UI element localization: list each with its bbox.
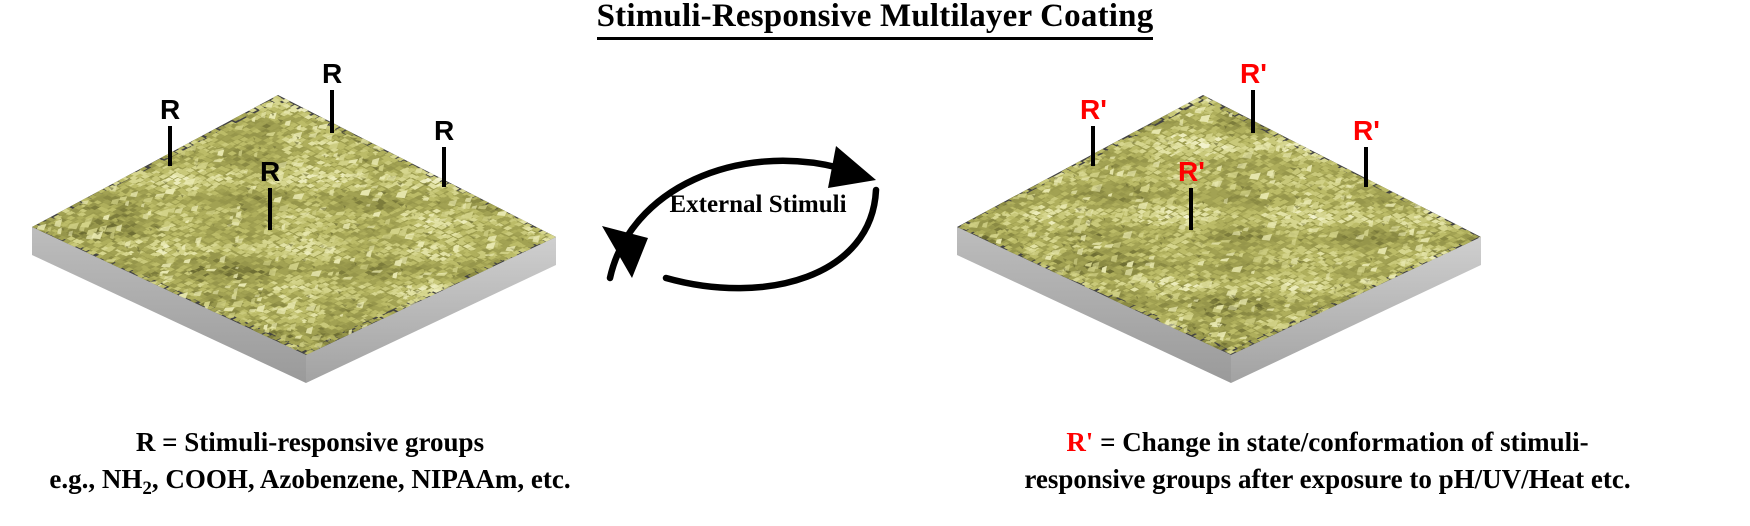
left-caption-formula-pre: e.g., NH [49,464,143,494]
marker-label: R' [1080,94,1107,125]
marker-r-2: R [322,60,342,133]
left-caption-formula-post: , COOH, Azobenzene, NIPAAm, etc. [151,464,571,494]
marker-r-1: R [160,96,180,166]
marker-rprime-3: R' [1353,117,1380,187]
left-caption-line-1: R = Stimuli-responsive groups [135,427,485,457]
marker-label: R [260,156,281,187]
right-caption-line-1-rest: = Change in state/conformation of stimul… [1093,427,1589,457]
reverse-arrow-path [662,186,880,292]
marker-label: R' [1240,58,1267,89]
marker-stem [442,147,447,187]
marker-label: R [322,58,343,89]
reverse-arrow-head [602,226,648,278]
right-coating-panel: R' R' R' R' [935,55,1535,385]
marker-label: R [434,115,455,146]
page-title-text: Stimuli-Responsive Multilayer Coating [596,0,1154,40]
marker-rprime-2: R' [1240,60,1267,133]
substrate-right-face [306,237,556,383]
substrate-left-face [957,227,1231,383]
marker-stem [1251,90,1256,133]
left-caption-line-2: e.g., NH2, COOH, Azobenzene, NIPAAm, etc… [0,461,620,501]
coating-texture [958,95,1481,355]
right-caption: R' = Change in state/conformation of sti… [905,424,1750,498]
marker-label: R' [1353,115,1380,146]
left-caption: R = Stimuli-responsive groups e.g., NH2,… [0,424,620,501]
left-surface-plot [32,95,556,383]
page-title: Stimuli-Responsive Multilayer Coating [0,0,1750,40]
right-caption-symbol: R' [1066,427,1094,457]
left-coating-panel: R R R R [10,55,610,385]
marker-rprime-4: R' [1178,158,1205,230]
left-caption-formula-sub: 2 [142,478,152,499]
marker-stem [1091,126,1096,166]
arrow-svg [602,146,880,292]
forward-arrow-path [606,157,844,282]
marker-stem [268,188,273,230]
marker-stem [1189,188,1194,230]
marker-stem [1364,147,1369,187]
marker-label: R [160,94,181,125]
marker-r-3: R [434,117,454,187]
stimuli-cycle-arrows [588,130,928,310]
marker-r-4: R [260,158,280,230]
right-surface-plot [957,95,1481,383]
forward-arrow-head [828,146,876,188]
right-caption-line-1: R' = Change in state/conformation of sti… [905,424,1750,461]
marker-stem [168,126,173,166]
substrate-right-face [1231,237,1481,383]
right-caption-line-2: responsive groups after exposure to pH/U… [1024,464,1631,494]
substrate-left-face [32,227,306,383]
marker-rprime-1: R' [1080,96,1107,166]
marker-label: R' [1178,156,1205,187]
marker-stem [330,90,335,133]
external-stimuli-label: External Stimuli [669,191,847,218]
coating-texture [32,95,556,355]
